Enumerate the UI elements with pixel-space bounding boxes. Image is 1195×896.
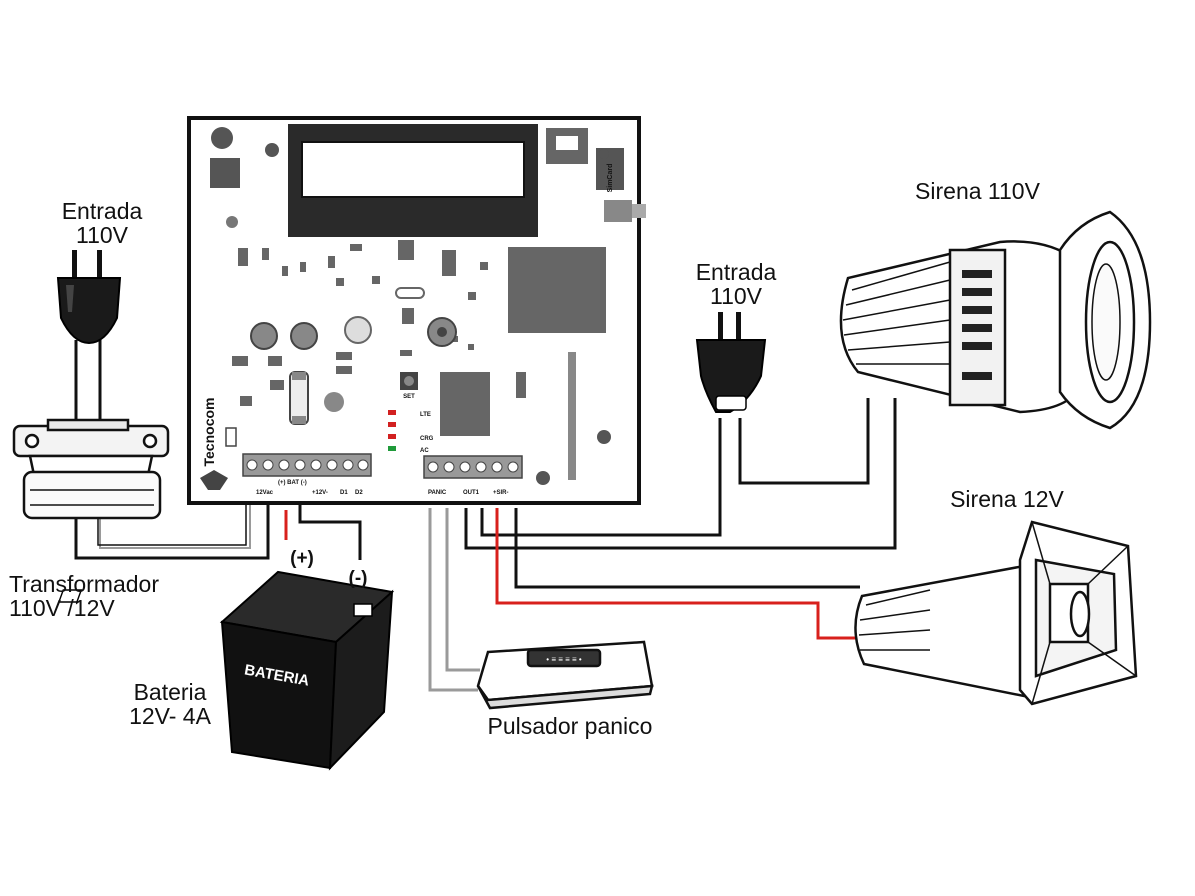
wires [74, 340, 897, 692]
terminal-label-12vac: 12Vac [256, 490, 274, 496]
wire-out1-siren110 [464, 398, 897, 550]
siren-icon [839, 210, 1152, 430]
label-bateria-line2: 12V- 4A [129, 703, 211, 730]
label-transformador-line1: Transformador [9, 571, 159, 597]
sim-card-label: SimCard [607, 164, 614, 193]
wire-sir-positive [495, 508, 858, 640]
panic-button-text: • ≡ ≡ ≡ ≡ • [546, 655, 582, 664]
label-entrada-right: Entrada 110V [676, 260, 796, 308]
terminal-label-12v: +12V- [312, 490, 328, 496]
label-sirena-12: Sirena 12V [950, 486, 1064, 512]
wire-panic-b [445, 508, 480, 672]
plug-icon-right [695, 312, 767, 413]
label-bateria-line1: Bateria [133, 679, 207, 705]
panic-button-icon: • ≡ ≡ ≡ ≡ • [476, 640, 654, 710]
transformer-icon [12, 418, 170, 520]
wire-sir-negative [514, 508, 860, 589]
wire-battery-negative [298, 505, 362, 560]
terminal-label-sir: +SIR- [493, 490, 509, 496]
label-entrada-right-line2: 110V [709, 283, 762, 310]
label-entrada-left-line1: Entrada [61, 198, 143, 224]
wire-panic-a [428, 508, 478, 692]
label-bateria: Bateria 12V- 4A [110, 680, 230, 728]
plug-icon-left [56, 250, 122, 345]
wire-transformer-12vac-b2 [97, 505, 247, 546]
label-transformador-line2: 110V /12V [9, 595, 115, 622]
terminal-block-left [242, 453, 372, 477]
set-button-label: SET [403, 394, 415, 400]
brand-logo-icon [200, 470, 228, 490]
horn-icon [854, 520, 1138, 706]
terminal-label-panic: PANIC [428, 490, 447, 496]
led-4 [388, 446, 396, 451]
label-transformador: Transformador 110V /12V [9, 572, 209, 620]
terminal-block-right [423, 455, 523, 479]
label-battery-plus: (+) [290, 548, 314, 569]
led-label-lte: LTE [420, 412, 431, 418]
wire-out1-plug [480, 418, 722, 537]
label-pulsador: Pulsador panico [487, 713, 653, 739]
led-label-crg: CRG [420, 436, 434, 442]
battery-icon: BATERIA [57, 570, 395, 771]
brand-label: Tecnocom [201, 398, 217, 467]
wire-transformer-12vac-a [74, 505, 270, 560]
control-board-icon: SimCard [187, 116, 646, 505]
terminal-label-d1: D1 [340, 490, 348, 496]
wire-plug-siren110 [738, 398, 870, 485]
battery-terminal-positive [57, 589, 83, 603]
led-3 [388, 434, 396, 439]
label-sirena-110: Sirena 110V [915, 178, 1040, 204]
terminal-label-d2: D2 [355, 490, 363, 496]
label-entrada-right-line1: Entrada [695, 259, 777, 285]
label-entrada-left-line2: 110V [75, 222, 128, 249]
terminal-label-out1: OUT1 [463, 490, 480, 496]
label-battery-minus: (-) [348, 568, 368, 589]
led-label-ac: AC [420, 448, 429, 454]
terminal-label-bat: (+) BAT (-) [278, 480, 307, 486]
label-entrada-left: Entrada 110V [42, 199, 162, 247]
led-1 [388, 410, 396, 415]
wire-transformer-12vac-b [99, 505, 251, 549]
led-2 [388, 422, 396, 427]
